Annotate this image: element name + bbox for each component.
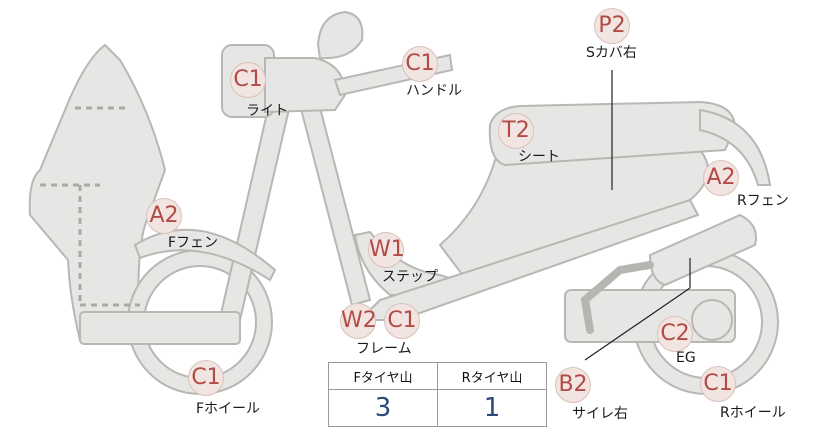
label-front-wheel: Fホイール bbox=[196, 401, 261, 417]
label-front-fender: Fフェン bbox=[168, 235, 219, 251]
front-tire-header: Fタイヤ山 bbox=[328, 362, 438, 390]
label-silencer: サイレ右 bbox=[572, 406, 628, 422]
badge-front-wheel: C1 bbox=[188, 360, 224, 396]
label-seat: シート bbox=[518, 149, 560, 165]
steering-column bbox=[298, 98, 372, 307]
badge-frame-c1: C1 bbox=[384, 303, 420, 339]
badge-step: W1 bbox=[368, 232, 405, 268]
front-fender bbox=[133, 228, 277, 282]
badge-light: C1 bbox=[230, 62, 266, 98]
badge-front-fender: A2 bbox=[146, 198, 182, 234]
badge-rear-fender: A2 bbox=[703, 160, 739, 196]
rear-tire-value: 1 bbox=[437, 389, 547, 427]
mirror bbox=[316, 10, 364, 60]
badge-rear-wheel: C1 bbox=[700, 366, 736, 402]
exhaust-pipe bbox=[580, 261, 654, 334]
rear-tire-header: Rタイヤ山 bbox=[437, 362, 547, 390]
label-light: ライト bbox=[246, 103, 288, 119]
handlebar-body bbox=[264, 57, 347, 114]
badge-engine: C2 bbox=[657, 316, 693, 352]
label-rear-fender: Rフェン bbox=[737, 193, 789, 209]
label-rear-wheel: Rホイール bbox=[720, 405, 786, 421]
badge-side-cover: P2 bbox=[594, 8, 630, 44]
label-frame: フレーム bbox=[356, 341, 412, 357]
engine-hub bbox=[691, 299, 733, 341]
front-tire-value: 3 bbox=[328, 389, 438, 427]
tire-tread-table: Fタイヤ山 Rタイヤ山 3 1 bbox=[328, 362, 547, 427]
label-handle: ハンドル bbox=[406, 83, 462, 99]
badge-seat: T2 bbox=[498, 113, 534, 149]
leg-shield bbox=[28, 43, 167, 341]
rear-fender bbox=[699, 108, 772, 186]
label-side-cover: Sカバ右 bbox=[586, 45, 637, 61]
badge-frame-w2: W2 bbox=[340, 303, 377, 339]
label-engine: EG bbox=[676, 350, 696, 366]
label-step: ステップ bbox=[382, 269, 438, 285]
badge-silencer: B2 bbox=[555, 367, 591, 403]
front-floor-panel bbox=[79, 311, 241, 345]
badge-handle: C1 bbox=[402, 46, 438, 82]
engine-block bbox=[648, 213, 757, 287]
